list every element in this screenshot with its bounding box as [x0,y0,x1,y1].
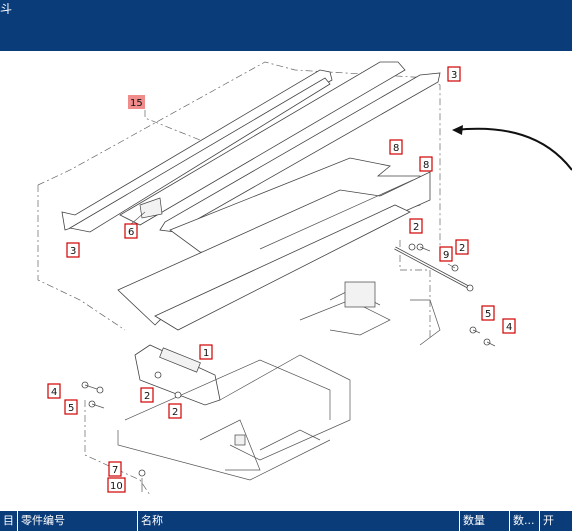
callout-10[interactable]: 10 [107,477,126,493]
callout-9[interactable]: 9 [439,246,453,262]
rail-part [61,69,333,231]
rail-part [119,61,406,226]
rotation-arrow [454,127,572,171]
callout-15[interactable]: 15 [128,95,145,109]
svg-text:10: 10 [110,481,123,492]
panel-part [154,204,411,331]
svg-text:3: 3 [70,246,76,257]
callout-8[interactable]: 8 [389,139,403,155]
column-header-open[interactable]: 开 [543,514,554,527]
panel-part [117,171,431,326]
svg-text:2: 2 [413,222,419,233]
column-header-qty-2[interactable]: 数... [510,511,540,531]
callout-2[interactable]: 2 [409,218,423,234]
svg-text:4: 4 [506,322,512,333]
leader-15 [144,110,201,141]
callout-4[interactable]: 4 [47,383,61,399]
svg-text:4: 4 [51,387,57,398]
column-header-part-number[interactable]: 零件编号 [18,511,138,531]
assembly-outline-left [37,185,126,331]
assembly-outline-right [399,240,431,340]
svg-text:7: 7 [112,465,118,476]
rail-part [68,77,331,233]
svg-text:9: 9 [443,250,449,261]
callout-8[interactable]: 8 [419,156,433,172]
svg-text:3: 3 [451,70,457,81]
window-title: 斗 [0,2,13,16]
callout-3[interactable]: 3 [447,66,461,82]
parts-diagram: 15 3 3 8 8 6 2 2 9 5 4 1 4 5 2 2 7 10 [0,51,572,511]
callout-2[interactable]: 2 [168,403,182,419]
callout-3[interactable]: 3 [66,242,80,258]
callout-6[interactable]: 6 [124,223,138,239]
column-header-name[interactable]: 名称 [138,511,460,531]
assembly-outline-top [37,61,441,250]
svg-text:1: 1 [203,348,209,359]
callout-2[interactable]: 2 [140,387,154,403]
svg-text:5: 5 [68,403,74,414]
svg-text:2: 2 [172,407,178,418]
svg-text:15: 15 [130,98,143,109]
svg-text:6: 6 [128,227,134,238]
svg-text:2: 2 [459,243,465,254]
column-header-quantity[interactable]: 数量 [460,511,510,531]
bracket-part [139,197,163,219]
svg-text:5: 5 [485,309,491,320]
callout-2[interactable]: 2 [455,239,469,255]
callout-5[interactable]: 5 [481,305,495,321]
svg-text:8: 8 [393,143,399,154]
svg-text:8: 8 [423,160,429,171]
callout-1[interactable]: 1 [199,344,213,360]
callout-5[interactable]: 5 [64,399,78,415]
callout-4[interactable]: 4 [502,318,516,334]
parts-table-header: 目 零件编号 名称 数量 数... 开 [0,511,572,531]
screw-part [81,243,496,492]
column-header-item[interactable]: 目 [0,511,18,531]
svg-text:2: 2 [144,391,150,402]
callout-7[interactable]: 7 [108,461,122,477]
title-bar: 斗 [0,0,572,51]
